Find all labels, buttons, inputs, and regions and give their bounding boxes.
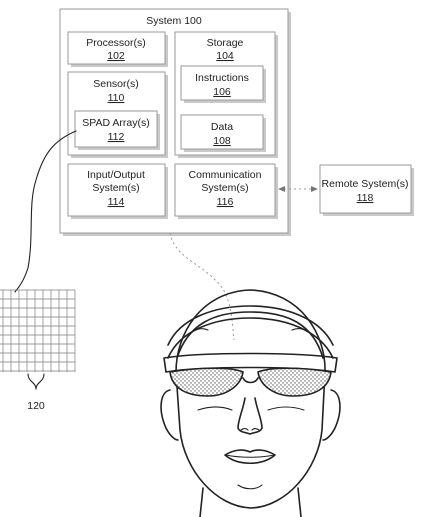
user-head-illustration — [160, 289, 341, 517]
data-label: Data — [211, 121, 233, 133]
remote-system-box: Remote System(s) 118 — [319, 164, 414, 216]
sensor-label: Sensor(s) — [93, 78, 139, 90]
communication-ref-number: 116 — [217, 196, 234, 208]
remote-system-label: Remote System(s) — [322, 178, 409, 190]
spad-array-ref-number: 112 — [108, 131, 125, 143]
communication-label-line1: Communication — [189, 169, 262, 181]
spad-array-box: SPAD Array(s) 112 — [74, 110, 160, 150]
spad-to-grid-leader — [14, 130, 77, 293]
io-label-line1: Input/Output — [87, 169, 145, 181]
spad-pixel-grid — [0, 289, 76, 372]
sensor-ref-number: 110 — [108, 92, 125, 104]
instructions-box: Instructions 106 — [180, 65, 266, 103]
io-ref-number: 114 — [108, 196, 125, 208]
communication-box: Communication System(s) 116 — [174, 163, 278, 219]
remote-system-ref-number: 118 — [357, 192, 374, 204]
grid-reference-brace: 120 — [27, 373, 45, 412]
instructions-ref-number: 106 — [213, 86, 231, 98]
data-box: Data 108 — [180, 114, 266, 152]
grid-ref-number: 120 — [27, 400, 45, 412]
processor-ref-number: 102 — [107, 50, 125, 62]
communication-label-line2: System(s) — [201, 182, 248, 194]
storage-ref-number: 104 — [216, 50, 234, 62]
comm-remote-link — [278, 186, 318, 192]
processor-box: Processor(s) 102 — [67, 31, 168, 67]
io-box: Input/Output System(s) 114 — [67, 163, 168, 219]
processor-label: Processor(s) — [86, 37, 146, 49]
storage-label: Storage — [207, 37, 244, 49]
instructions-label: Instructions — [195, 72, 249, 84]
system-title: System 100 — [146, 15, 202, 27]
data-ref-number: 108 — [213, 135, 231, 147]
spad-array-label: SPAD Array(s) — [82, 117, 149, 129]
io-label-line2: System(s) — [92, 182, 139, 194]
